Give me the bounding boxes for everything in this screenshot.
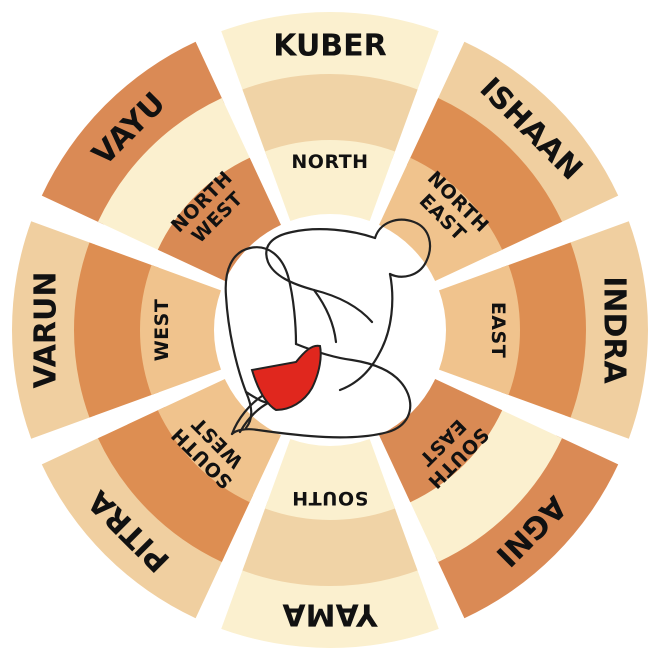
figure-knee xyxy=(224,246,253,430)
segment-mid-band xyxy=(242,74,418,159)
figure-garment xyxy=(250,344,322,412)
vastu-yoga-figure-icon xyxy=(216,216,444,444)
segments-layer xyxy=(11,11,649,649)
segment-inner-band xyxy=(379,157,503,281)
segment-indra xyxy=(439,221,649,439)
segment-inner-band xyxy=(157,379,281,503)
segment-outer-band xyxy=(435,435,619,619)
segment-mid-band xyxy=(97,97,254,254)
direction-label: WEST xyxy=(151,299,173,362)
segment-mid-band xyxy=(73,242,159,418)
segment-inner-band xyxy=(157,157,281,281)
segment-ishaan xyxy=(379,41,619,281)
segment-outer-band xyxy=(41,435,225,619)
segment-outer-band xyxy=(221,11,439,96)
direction-label: SOUTH xyxy=(292,487,369,509)
figure-head xyxy=(373,218,432,278)
segment-mid-band xyxy=(501,242,586,418)
segment-outer-band xyxy=(221,564,439,649)
segment-outer-band xyxy=(564,221,649,439)
segment-mid-band xyxy=(406,97,563,254)
deity-label: INDRA xyxy=(597,276,632,384)
figure-arm xyxy=(265,228,377,324)
segment-inner-band xyxy=(265,140,395,221)
segment-mid-band xyxy=(406,406,563,563)
segment-inner-band xyxy=(439,265,521,395)
segment-inner-band xyxy=(140,265,221,395)
segment-inner-band xyxy=(265,439,395,521)
segment-mid-band xyxy=(97,406,254,563)
deity-label: VARUN xyxy=(29,272,64,389)
segment-outer-band xyxy=(41,41,225,225)
figure-back xyxy=(338,272,394,392)
segment-agni xyxy=(379,379,619,619)
segment-inner-band xyxy=(379,379,503,503)
segment-outer-band xyxy=(11,221,96,439)
direction-label: EAST xyxy=(487,302,509,358)
segment-pitra xyxy=(41,379,281,619)
segment-kuber xyxy=(221,11,439,221)
segment-varun xyxy=(11,221,221,439)
deity-label: KUBER xyxy=(273,29,387,64)
segment-vayu xyxy=(41,41,281,281)
segment-mid-band xyxy=(242,501,418,586)
deity-label: YAMA xyxy=(282,597,379,632)
segment-yama xyxy=(221,439,439,649)
segment-outer-band xyxy=(435,41,619,225)
direction-label: NORTH xyxy=(291,151,368,173)
